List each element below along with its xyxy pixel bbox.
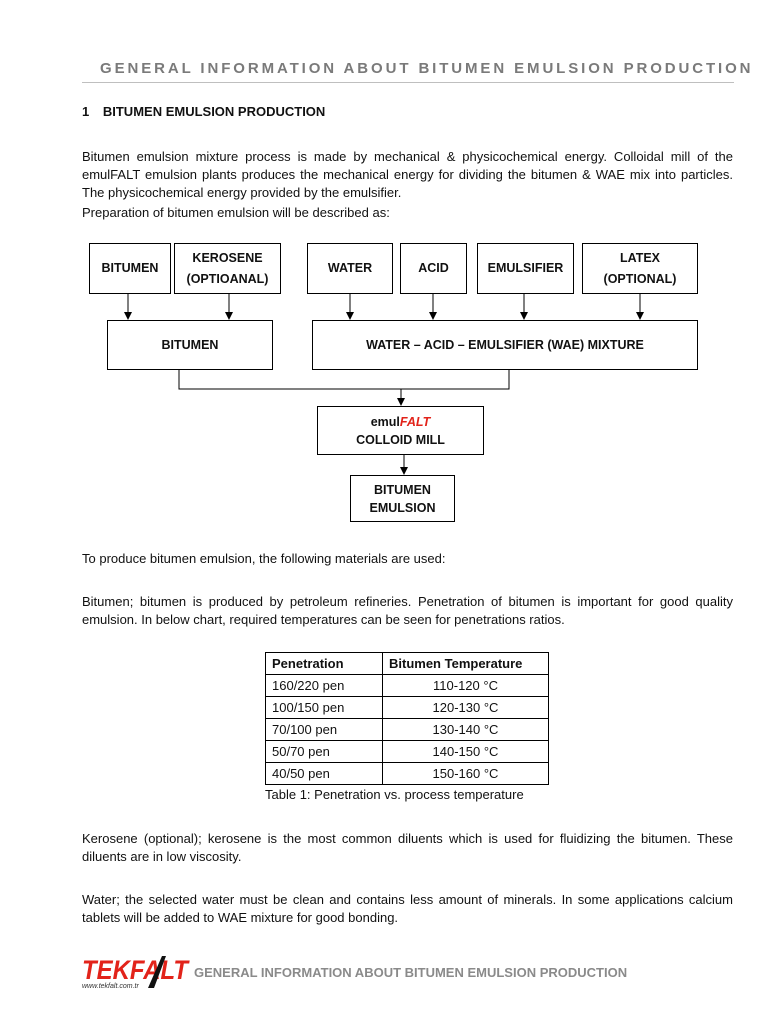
wae-mixture-box: WATER – ACID – EMULSIFIER (WAE) MIXTURE (312, 320, 698, 370)
table-row: 100/150 pen 120-130 °C (265, 696, 549, 719)
input-acid-label: ACID (418, 261, 449, 275)
output-label-line1: BITUMEN (374, 482, 431, 497)
input-latex-label: LATEX (619, 250, 661, 265)
colloid-mill-label: COLLOID MILL (356, 432, 445, 447)
table-row: 70/100 pen 130-140 °C (265, 718, 549, 741)
wae-mixture-label: WATER – ACID – EMULSIFIER (WAE) MIXTURE (366, 337, 644, 352)
page-header-title: GENERAL INFORMATION ABOUT BITUMEN EMULSI… (100, 60, 754, 77)
input-latex-optional-label: (OPTIONAL) (603, 271, 677, 286)
input-water-box: WATER (307, 243, 393, 294)
tekfalt-logo-text: TEKFALT (82, 955, 190, 985)
table-cell-temperature: 120-130 °C (382, 696, 549, 719)
footer-url: www.tekfalt.com.tr (82, 983, 139, 990)
table-row: 40/50 pen 150-160 °C (265, 762, 549, 785)
tekfalt-logo: TEKFALT (82, 955, 190, 988)
input-kerosene-optional-label: (OPTIOANAL) (186, 271, 269, 286)
footer-title: GENERAL INFORMATION ABOUT BITUMEN EMULSI… (194, 965, 628, 980)
table-cell-penetration: 100/150 pen (265, 696, 383, 719)
input-kerosene-box: KEROSENE (OPTIOANAL) (174, 243, 281, 294)
table-cell-penetration: 160/220 pen (265, 674, 383, 697)
bitumen-mix-box: BITUMEN (107, 320, 273, 370)
water-paragraph: Water; the selected water must be clean … (82, 892, 733, 925)
table-header-penetration: Penetration (265, 652, 383, 675)
header-divider (82, 82, 734, 83)
table-cell-temperature: 110-120 °C (382, 674, 549, 697)
input-emulsifier-label: EMULSIFIER (487, 261, 564, 275)
bitumen-mix-label: BITUMEN (161, 337, 219, 352)
table-header-row: Penetration Bitumen Temperature (265, 652, 549, 675)
table-cell-temperature: 150-160 °C (382, 762, 549, 785)
colloid-mill-box: emulFALT COLLOID MILL (317, 406, 484, 455)
mill-brand-prefix: emul (370, 414, 400, 429)
output-label-line2: EMULSION (369, 500, 436, 515)
input-kerosene-label: KEROSENE (192, 250, 263, 265)
table-cell-temperature: 130-140 °C (382, 718, 549, 741)
mill-brand-suffix: FALT (399, 414, 431, 429)
input-acid-box: ACID (400, 243, 467, 294)
table-row: 50/70 pen 140-150 °C (265, 740, 549, 763)
input-bitumen-label: BITUMEN (101, 261, 159, 275)
table-cell-penetration: 70/100 pen (265, 718, 383, 741)
input-latex-box: LATEX (OPTIONAL) (582, 243, 698, 294)
mill-brand-label: emulFALT (371, 413, 431, 431)
section-title: BITUMEN EMULSION PRODUCTION (102, 104, 326, 119)
input-water-label: WATER (327, 261, 373, 275)
table-cell-penetration: 40/50 pen (265, 762, 383, 785)
materials-paragraph: To produce bitumen emulsion, the followi… (82, 551, 446, 566)
kerosene-paragraph: Kerosene (optional); kerosene is the mos… (82, 831, 733, 864)
bitumen-paragraph: Bitumen; bitumen is produced by petroleu… (82, 594, 733, 627)
table-header-temperature: Bitumen Temperature (382, 652, 549, 675)
table-row: 160/220 pen 110-120 °C (265, 674, 549, 697)
intro-paragraph: Bitumen emulsion mixture process is made… (82, 149, 733, 200)
table-caption: Table 1: Penetration vs. process tempera… (265, 787, 524, 802)
input-emulsifier-box: EMULSIFIER (477, 243, 574, 294)
penetration-table: Penetration Bitumen Temperature 160/220 … (265, 652, 549, 785)
table-cell-penetration: 50/70 pen (265, 740, 383, 763)
table-cell-temperature: 140-150 °C (382, 740, 549, 763)
input-bitumen-box: BITUMEN (89, 243, 171, 294)
section-number: 1 (82, 104, 90, 119)
bitumen-emulsion-box: BITUMEN EMULSION (350, 475, 455, 522)
section-heading: 1 BITUMEN EMULSION PRODUCTION (82, 104, 325, 119)
preparation-paragraph: Preparation of bitumen emulsion will be … (82, 205, 390, 220)
